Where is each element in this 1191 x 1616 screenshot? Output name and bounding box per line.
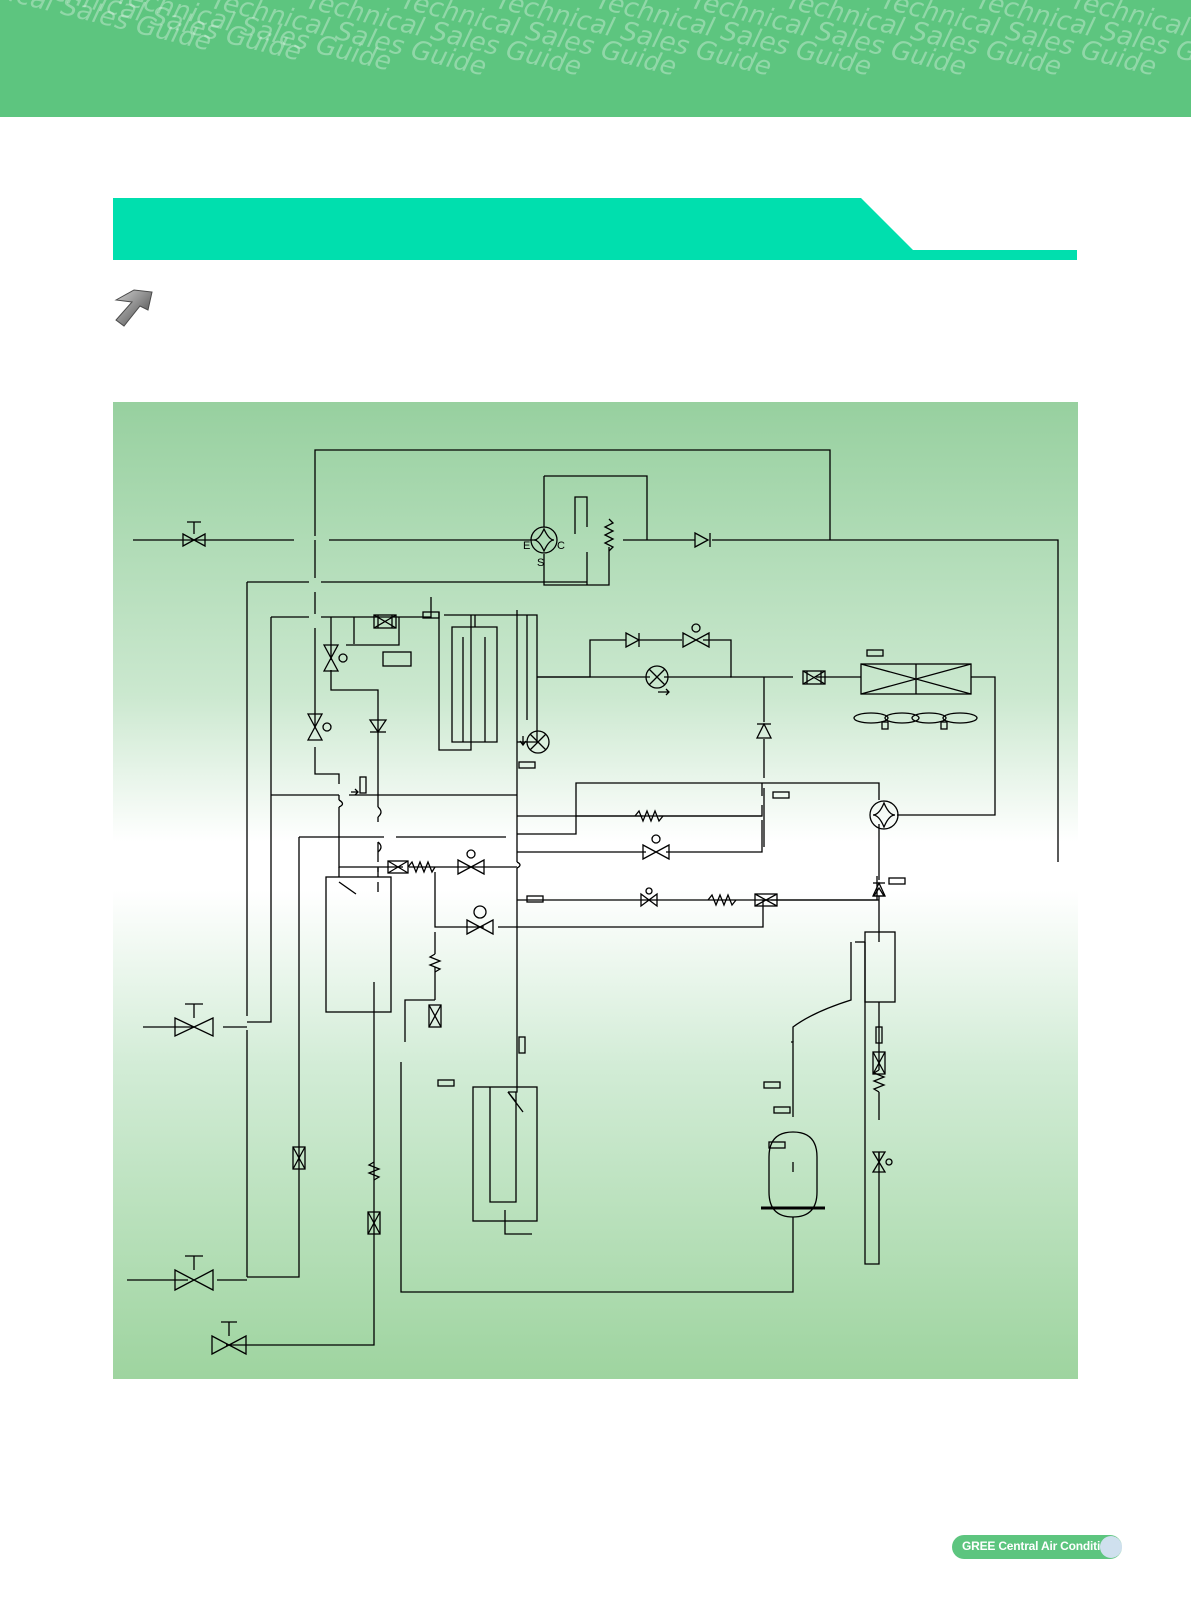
port-label-s: S — [537, 557, 544, 569]
sensor-icon — [518, 761, 536, 769]
four-way-valve-icon — [530, 526, 558, 554]
check-valve-icon — [755, 722, 773, 739]
stop-valve-icon — [174, 1003, 214, 1038]
sensor-arrow-icon — [351, 788, 359, 796]
footer-badge-dot — [1100, 1536, 1122, 1558]
sensor-icon — [763, 1081, 781, 1089]
check-valve-icon — [368, 719, 388, 734]
solenoid-valve-icon — [871, 1151, 893, 1173]
compressor-icon — [761, 1131, 825, 1218]
sensor-icon — [772, 791, 790, 799]
four-way-valve-icon — [869, 800, 899, 830]
filter-icon — [802, 670, 826, 685]
outdoor-heat-exchanger — [860, 663, 972, 695]
sensor-icon — [526, 895, 544, 903]
capillary-icon — [428, 953, 442, 973]
refrigerant-flow-diagram: E C S — [113, 402, 1078, 1379]
stop-valve-icon — [174, 1255, 214, 1292]
piping-schematic: E C S — [127, 449, 1059, 1356]
oil-separator — [472, 1086, 538, 1222]
expansion-valve-icon — [645, 665, 670, 696]
check-valve-icon — [625, 631, 641, 649]
filter-icon — [428, 1004, 442, 1028]
receiver-icon — [864, 931, 896, 1003]
sensor-icon — [359, 776, 367, 794]
footer-brand-badge: GREE Central Air Conditioners — [952, 1535, 1132, 1559]
check-valve-icon — [694, 531, 711, 549]
stop-valve-icon — [211, 1321, 247, 1356]
sensor-icon — [422, 611, 440, 619]
filter-icon — [292, 1146, 306, 1170]
sensor-icon — [773, 1106, 791, 1114]
solenoid-valve-icon — [306, 713, 332, 741]
sensor-icon — [768, 1141, 786, 1149]
expansion-valve-icon — [519, 730, 550, 754]
stop-valve-icon — [182, 521, 206, 548]
separator-tank — [325, 867, 392, 1013]
filter-icon — [754, 893, 778, 907]
filter-icon — [872, 1051, 886, 1075]
footer-brand-text: GREE Central Air Conditioners — [962, 1539, 1132, 1553]
sensor-icon — [888, 877, 906, 885]
port-label-c: C — [557, 540, 565, 552]
capillary-icon — [707, 893, 737, 907]
sensor-icon — [437, 1079, 455, 1087]
filter-icon — [387, 860, 409, 874]
solenoid-valve-icon — [457, 849, 485, 876]
solenoid-valve-icon — [322, 644, 348, 672]
sensor-icon — [518, 1036, 526, 1054]
capillary-icon — [872, 1069, 886, 1093]
capillary-icon — [367, 1161, 381, 1181]
sensor-icon — [875, 1026, 883, 1044]
fan-icon — [853, 712, 920, 730]
capillary-icon — [603, 518, 615, 552]
port-label-e: E — [523, 540, 530, 552]
filter-icon — [367, 1211, 381, 1235]
solenoid-valve-icon — [640, 887, 658, 908]
arrow-icon — [114, 289, 153, 327]
resistor-box — [382, 651, 412, 667]
solenoid-valve-icon — [682, 623, 710, 649]
solenoid-valve-icon — [466, 905, 494, 936]
sensor-icon — [866, 649, 884, 657]
filter-icon — [373, 614, 397, 629]
solenoid-valve-icon — [642, 834, 670, 861]
header-band: Technical Sales Guide Technical Sales Gu… — [0, 0, 1191, 117]
solenoid-valve-icon — [872, 886, 886, 897]
section-title-band — [113, 198, 1077, 260]
capillary-icon — [407, 860, 436, 874]
fan-icon — [911, 712, 978, 730]
capillary-icon — [634, 809, 664, 823]
